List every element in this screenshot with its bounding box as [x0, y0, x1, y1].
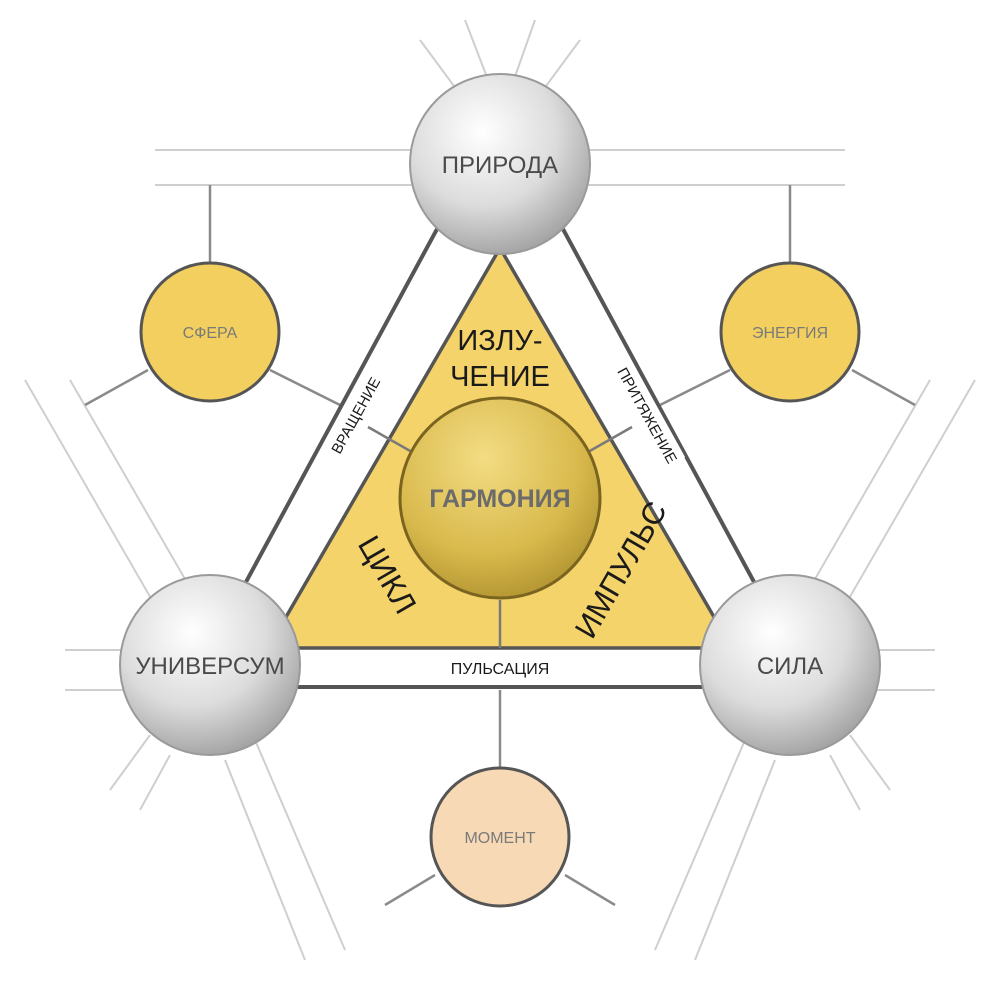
- satellite-sfera: [139, 261, 281, 403]
- edge-left-label-bg: [325, 374, 385, 456]
- bg-line: [799, 379, 931, 606]
- bg-line: [849, 734, 891, 791]
- spoke-left: [367, 425, 413, 454]
- satellite-energy-label: ЭНЕРГИЯ: [752, 325, 828, 342]
- bg-line: [694, 759, 776, 961]
- sector-top-line2: ЧЕНИЕ: [450, 361, 550, 393]
- node-top-sphere: [409, 73, 591, 255]
- spoke-right: [587, 425, 633, 454]
- connector-energy-edge: [659, 368, 731, 407]
- frame-right-outer: [555, 217, 762, 594]
- node-right-sphere: [699, 574, 881, 756]
- frame-outline: [238, 217, 762, 689]
- satellite-energy: [719, 261, 861, 403]
- bg-line: [254, 739, 346, 951]
- edge-bottom-label-bg: [440, 656, 560, 680]
- satellite-moment-label: МОМЕНТ: [464, 830, 535, 847]
- node-top-label: ПРИРОДА: [442, 152, 558, 179]
- bg-line: [829, 754, 861, 811]
- node-left-label: УНИВЕРСУМ: [135, 653, 284, 680]
- background-lines: [24, 19, 976, 961]
- node-left-sphere: [119, 574, 301, 756]
- connector-moment-right: [564, 873, 616, 907]
- connector-moment-left: [384, 873, 436, 907]
- frame-left-outer: [238, 217, 445, 594]
- connector-sfera-left: [84, 368, 149, 407]
- edge-bottom-label: ПУЛЬСАЦИЯ: [451, 661, 550, 678]
- satellite-moment: [429, 766, 571, 908]
- bg-line: [69, 379, 201, 606]
- connector-sfera-edge: [269, 368, 341, 407]
- center-label: ГАРМОНИЯ: [429, 485, 570, 513]
- spokes: [367, 425, 633, 648]
- satellite-connectors: [84, 185, 916, 907]
- center-sphere: [398, 396, 602, 600]
- bg-line: [224, 759, 306, 961]
- node-right-label: СИЛА: [757, 653, 823, 680]
- edge-right-label-bg: [610, 361, 686, 469]
- sector-top-line1: ИЗЛУ-: [457, 325, 542, 357]
- bg-line: [109, 734, 151, 791]
- satellite-sfera-label: СФЕРА: [183, 325, 238, 342]
- bg-line: [139, 754, 171, 811]
- connector-energy-right: [851, 368, 916, 407]
- bg-line: [511, 19, 536, 86]
- bg-line: [654, 739, 746, 951]
